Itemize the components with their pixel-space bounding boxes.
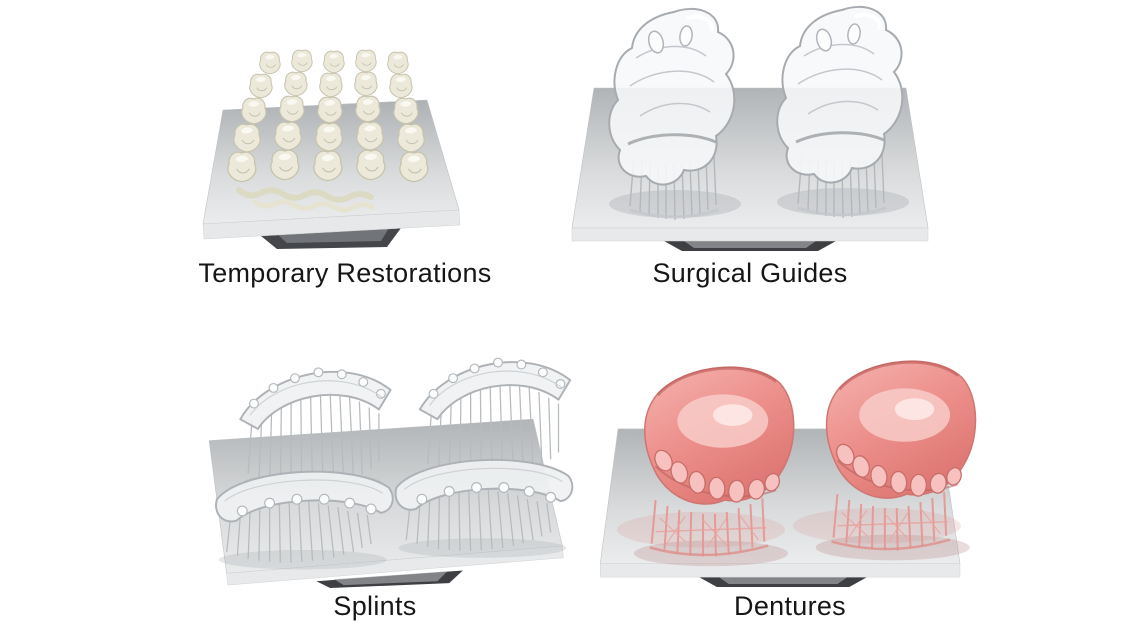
caption-surgical-guides: Surgical Guides bbox=[652, 258, 848, 288]
figure-surgical-guides: Surgical Guides bbox=[560, 0, 940, 290]
photo-splints bbox=[208, 357, 574, 589]
caption-dentures: Dentures bbox=[734, 591, 846, 621]
photo-surgical-guides bbox=[571, 4, 929, 251]
figure-dentures: Dentures bbox=[580, 340, 1000, 623]
print-raft bbox=[236, 187, 375, 213]
photo-dentures bbox=[599, 359, 978, 588]
figure-splints: Splints bbox=[160, 345, 590, 623]
caption-splints: Splints bbox=[333, 591, 417, 621]
caption-temporary-restorations: Temporary Restorations bbox=[198, 258, 492, 288]
figure-temporary-restorations: Temporary Restorations bbox=[165, 38, 525, 290]
photo-temporary-restorations bbox=[202, 49, 461, 249]
